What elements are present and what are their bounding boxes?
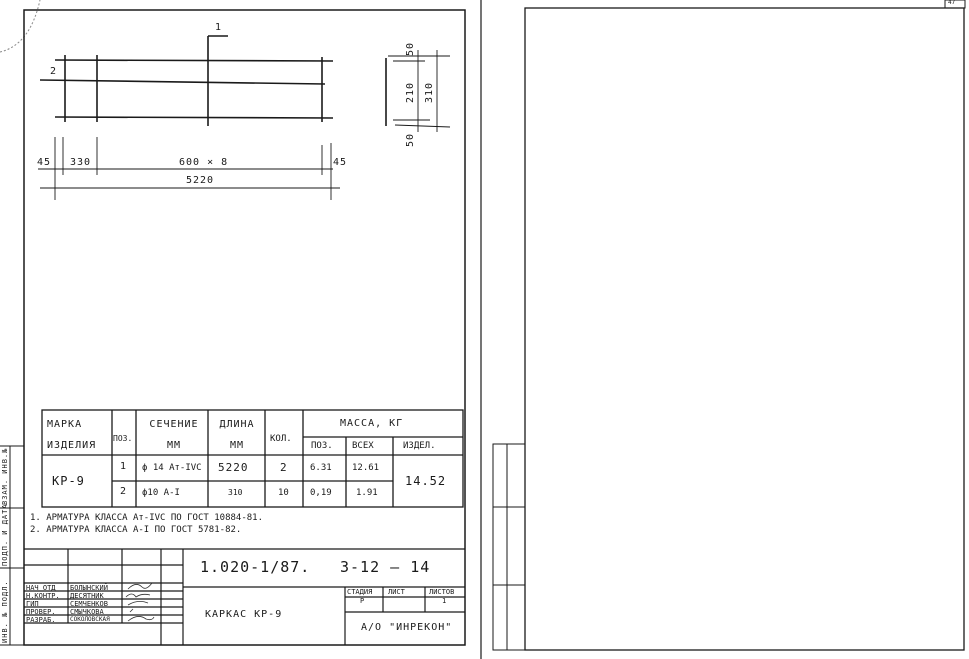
pos2-label: 2	[50, 66, 58, 77]
th-qty: КОЛ.	[270, 434, 292, 444]
cell-length: 5220	[218, 461, 249, 474]
company-name: А/О "ИНРЕКОН"	[361, 622, 453, 633]
page-number: 47	[948, 0, 956, 6]
sheet-label: ЛИСТ	[388, 588, 405, 596]
cell-mass-all: 12.61	[352, 463, 380, 473]
staff-role: РАЗРАБ.	[26, 616, 56, 624]
th-mass-all: ВСЕХ	[352, 441, 374, 451]
th-mass-item: ИЗДЕЛ.	[403, 441, 436, 451]
th-mass-pos: ПОЗ.	[311, 441, 333, 451]
stage-value: Р	[360, 597, 365, 605]
stage-label: СТАДИЯ	[347, 588, 373, 596]
drawing-title: КАРКАС КР-9	[205, 609, 283, 620]
spec-table-lines	[41, 409, 464, 508]
note-2: 2. АРМАТУРА КЛАССА А-I ПО ГОСТ 5781-82.	[30, 525, 242, 535]
stamp-seal	[0, 0, 41, 53]
staff-name: ДЕСЯТНИК	[70, 592, 104, 600]
th-section: СЕЧЕНИЕ ММ	[149, 419, 199, 451]
cage-elevation	[39, 35, 334, 126]
staff-role: ГИП	[26, 600, 39, 608]
cell-qty: 10	[278, 488, 289, 498]
th-mark: МАРКА ИЗДЕЛИЯ	[47, 419, 97, 451]
cell-mass-all: 1.91	[356, 488, 378, 498]
th-length: ДЛИНА ММ	[219, 419, 255, 451]
cell-mass-pos: 0,19	[310, 488, 332, 498]
cell-section: ϕ 14 Ат-IVС	[142, 463, 202, 473]
cell-length: 310	[228, 488, 243, 497]
staff-name: СМЫЧКОВА	[70, 608, 104, 616]
th-mass: МАССА, КГ	[340, 418, 404, 429]
cell-mass-pos: 6.31	[310, 463, 332, 473]
doc-code: 1.020-1/87.	[200, 558, 311, 576]
th-pos: ПОЗ.	[113, 434, 133, 443]
cell-pos: 2	[120, 486, 128, 497]
staff-name: СЕМЧЕНКОВ	[70, 600, 108, 608]
dimension-lines	[38, 50, 451, 200]
dim-total: 5220	[186, 175, 215, 186]
dim-end-left: 45	[37, 157, 52, 168]
sheets-label: ЛИСТОВ	[429, 588, 455, 596]
right-sheet-frame	[524, 7, 965, 651]
sheet-code: 3-12 – 14	[340, 558, 431, 576]
dim-end-right: 45	[333, 157, 348, 168]
staff-role: ПРОВЕР.	[26, 608, 56, 616]
left-sheet-frame	[23, 9, 466, 646]
cell-qty: 2	[280, 461, 288, 474]
title-block-lines	[24, 548, 465, 645]
note-1: 1. АРМАТУРА КЛАССА Ат-IVС ПО ГОСТ 10884-…	[30, 513, 263, 523]
cell-mark: КР-9	[52, 474, 85, 488]
dim-span: 600 × 8	[179, 157, 229, 168]
staff-role: Н.КОНТР.	[26, 592, 60, 600]
cell-pos: 1	[120, 461, 128, 472]
sheets-value: 1	[442, 597, 447, 605]
cell-item-mass: 14.52	[405, 474, 447, 488]
staff-role: НАЧ ОТД	[26, 584, 56, 592]
cell-section: ϕ10 А-I	[142, 488, 180, 498]
dim-first: 330	[70, 157, 92, 168]
pos1-label: 1	[215, 22, 223, 33]
staff-name: БОЛЫНСКИЙ	[70, 584, 108, 592]
staff-name: СОКОЛОВСКАЯ	[70, 616, 110, 623]
